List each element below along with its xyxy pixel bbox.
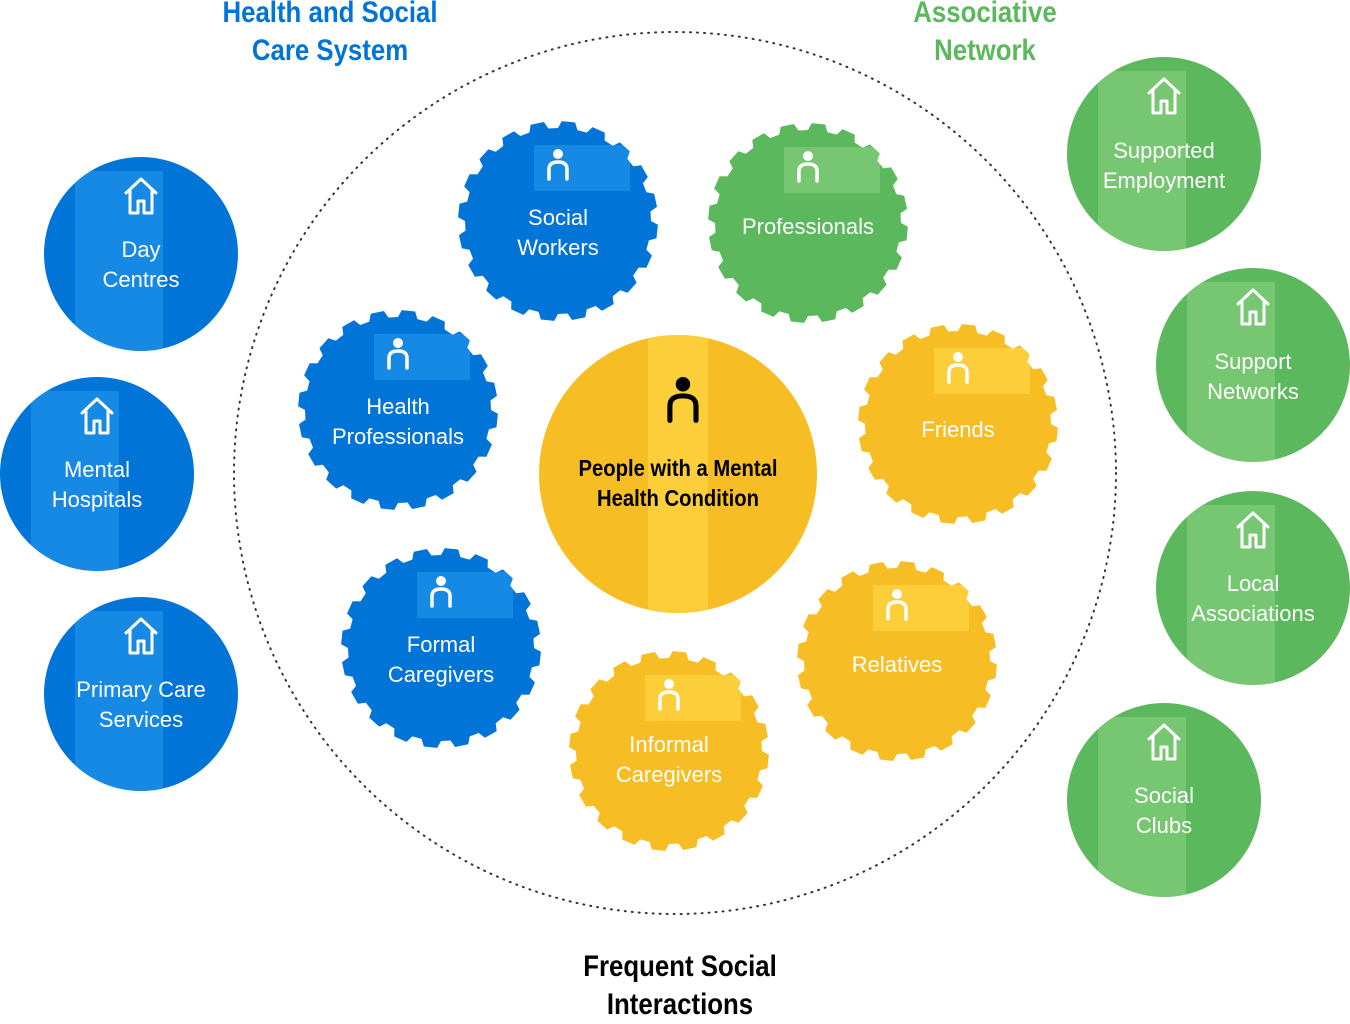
heading-health-social-care: Health and Social Care System xyxy=(192,0,467,70)
node-background xyxy=(1156,268,1350,462)
heading-freq-line2: Interactions xyxy=(606,988,754,1021)
heading-assoc-line1: Associative xyxy=(913,0,1057,29)
node-label-line1: Day xyxy=(121,237,161,262)
node-label-line1: Social xyxy=(528,205,588,230)
node-formal-caregivers: Formal Caregivers xyxy=(341,548,541,748)
node-background xyxy=(708,123,908,323)
person-icon xyxy=(547,149,569,181)
node-label-line1: Primary Care xyxy=(76,677,206,702)
house-icon xyxy=(80,397,114,435)
node-supported-employment: Supported Employment xyxy=(1067,57,1261,251)
node-label-line2: Workers xyxy=(517,235,599,260)
node-label-line1: Informal xyxy=(629,732,709,757)
house-icon xyxy=(1236,288,1270,326)
node-label-line2: Professionals xyxy=(331,424,465,449)
person-icon xyxy=(797,151,819,183)
node-label-line2: Centres xyxy=(102,267,180,292)
node-label-line1: Support xyxy=(1214,349,1292,374)
node-background xyxy=(858,324,1058,524)
node-label-line2: Hospitals xyxy=(51,487,143,512)
node-background xyxy=(44,157,238,351)
node-background xyxy=(1156,491,1350,685)
node-label-line2: Caregivers xyxy=(615,762,723,787)
node-background xyxy=(1067,57,1261,251)
node-friends: Friends xyxy=(858,324,1058,524)
heading-associative-network: Associative Network xyxy=(860,0,1109,70)
node-label-line2: Employment xyxy=(1102,168,1226,193)
node-label-line1: Health xyxy=(366,394,430,419)
node-label-line2: Clubs xyxy=(1135,813,1193,838)
node-social-clubs: Social Clubs xyxy=(1067,703,1261,897)
heading-health-line1: Health and Social xyxy=(222,0,438,29)
node-background xyxy=(797,561,997,761)
node-label-line1: Supported xyxy=(1113,138,1215,163)
node-label-line2: Services xyxy=(98,707,184,732)
node-background xyxy=(1067,703,1261,897)
node-label-line2: Caregivers xyxy=(387,662,495,687)
node-background xyxy=(458,121,658,321)
center-label-line2: Health Condition xyxy=(597,485,759,511)
node-background xyxy=(44,597,238,791)
person-icon xyxy=(387,338,409,370)
node-background xyxy=(341,548,541,748)
node-primary-care-services: Primary Care Services xyxy=(44,597,238,791)
heading-frequent-social-interactions: Frequent Social Interactions xyxy=(542,948,817,1024)
node-social-workers: Social Workers xyxy=(458,121,658,321)
node-background xyxy=(539,335,817,613)
node-label-line1: Relatives xyxy=(851,652,943,677)
node-label-line1: Mental xyxy=(63,457,131,482)
house-icon xyxy=(1236,511,1270,549)
heading-freq-line1: Frequent Social xyxy=(583,950,777,983)
house-icon xyxy=(124,617,158,655)
person-icon xyxy=(947,352,969,384)
node-support-networks: Support Networks xyxy=(1156,268,1350,462)
house-icon xyxy=(124,177,158,215)
node-background xyxy=(0,377,194,571)
node-label-line1: Professionals xyxy=(741,214,875,239)
node-professionals: Professionals xyxy=(708,123,908,323)
node-label-line1: Formal xyxy=(406,632,476,657)
node-label-line2: Associations xyxy=(1191,601,1315,626)
node-day-centres: Day Centres xyxy=(44,157,238,351)
node-background xyxy=(298,310,498,510)
node-local-associations: Local Associations xyxy=(1156,491,1350,685)
center-label-line1: People with a Mental xyxy=(578,455,778,481)
person-icon xyxy=(430,576,452,608)
heading-assoc-line2: Network xyxy=(934,34,1036,67)
node-label-line1: Social xyxy=(1134,783,1194,808)
node-label-line1: Local xyxy=(1226,571,1280,596)
house-icon xyxy=(1147,77,1181,115)
node-label-line1: Friends xyxy=(921,417,995,442)
person-icon xyxy=(667,377,699,424)
node-health-professionals: Health Professionals xyxy=(298,310,498,510)
person-icon xyxy=(886,589,908,621)
node-mental-hospitals: Mental Hospitals xyxy=(0,377,194,571)
node-background xyxy=(569,651,769,851)
heading-health-line2: Care System xyxy=(251,34,409,67)
house-icon xyxy=(1147,723,1181,761)
person-icon xyxy=(658,679,680,711)
node-label-line2: Networks xyxy=(1207,379,1299,404)
node-relatives: Relatives xyxy=(797,561,997,761)
node-informal-caregivers: Informal Caregivers xyxy=(569,651,769,851)
node-center-people-mental-health: People with a Mental Health Condition xyxy=(539,335,817,613)
